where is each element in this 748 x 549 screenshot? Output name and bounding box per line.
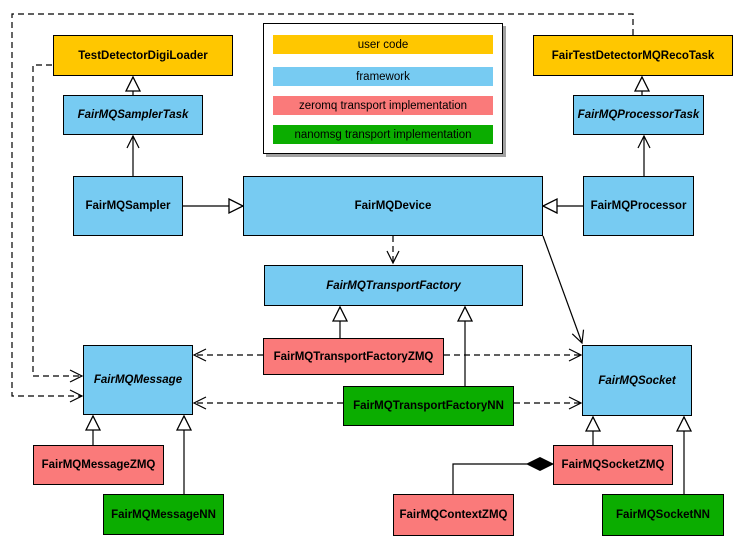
node-fairmq-transport-factory: FairMQTransportFactory: [264, 265, 523, 306]
edge-digiloader-message: [32, 64, 84, 383]
node-fairmq-transport-factory-zmq: FairMQTransportFactoryZMQ: [263, 338, 444, 375]
node-fairmq-socket-zmq: FairMQSocketZMQ: [553, 445, 673, 485]
legend-item-user-code: user code: [273, 35, 493, 54]
composition-diamond-icon: [525, 456, 555, 472]
edge-device-socket: [542, 235, 585, 345]
node-fairmq-processor: FairMQProcessor: [583, 176, 694, 236]
node-test-detector-digi-loader: TestDetectorDigiLoader: [53, 35, 233, 76]
node-fairmq-transport-factory-nn: FairMQTransportFactoryNN: [343, 386, 514, 426]
node-fair-test-detector-mq-reco-task: FairTestDetectorMQRecoTask: [533, 35, 733, 76]
legend-item-zeromq: zeromq transport implementation: [273, 96, 493, 115]
node-fairmq-message: FairMQMessage: [83, 345, 193, 415]
node-fairmq-sampler-task: FairMQSamplerTask: [63, 95, 203, 135]
node-fairmq-socket: FairMQSocket: [582, 345, 692, 416]
node-fairmq-message-nn: FairMQMessageNN: [103, 494, 224, 535]
node-fairmq-context-zmq: FairMQContextZMQ: [393, 494, 514, 536]
node-fairmq-device: FairMQDevice: [243, 176, 543, 236]
node-fairmq-sampler: FairMQSampler: [73, 176, 183, 236]
legend: user code framework zeromq transport imp…: [263, 23, 503, 154]
node-fairmq-message-zmq: FairMQMessageZMQ: [33, 445, 164, 485]
legend-item-nanomsg: nanomsg transport implementation: [273, 125, 493, 144]
edge-contextzmq-socketzmq: [452, 463, 527, 494]
node-fairmq-socket-nn: FairMQSocketNN: [602, 494, 724, 536]
legend-item-framework: framework: [273, 67, 493, 86]
node-fairmq-processor-task: FairMQProcessorTask: [573, 95, 704, 135]
edge-recotask-message: [11, 13, 634, 403]
